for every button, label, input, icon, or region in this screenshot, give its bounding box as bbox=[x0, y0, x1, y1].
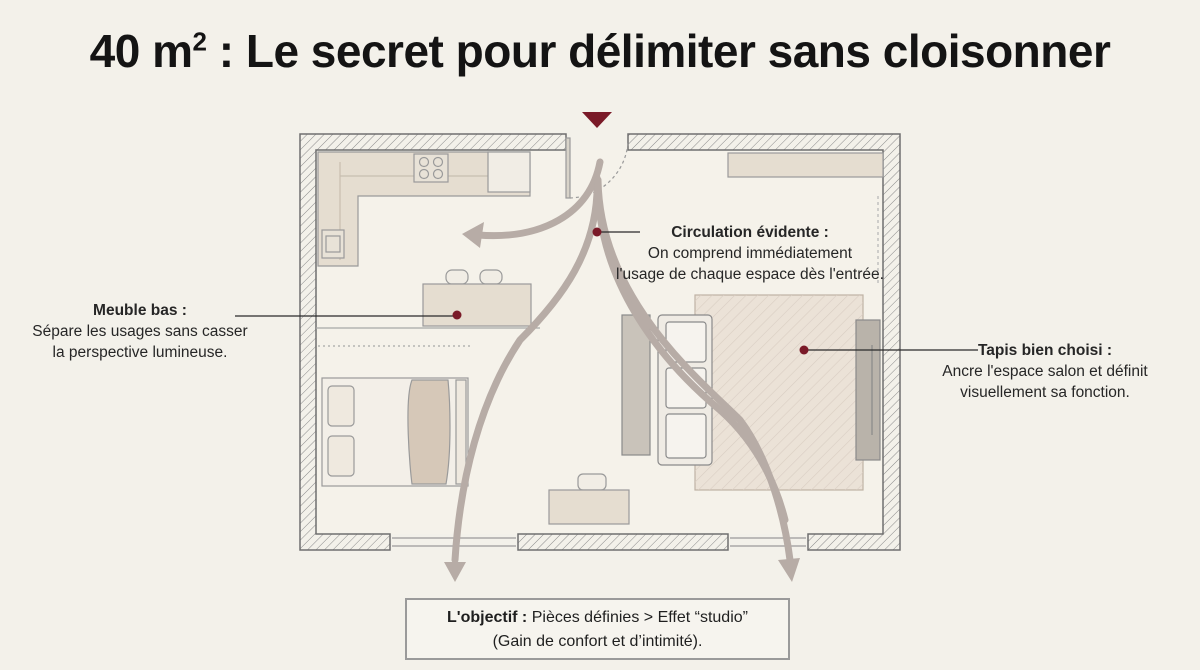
annotation-heading: Tapis bien choisi : bbox=[977, 342, 1113, 359]
annotation-circulation: Circulation évidente : On comprend imméd… bbox=[585, 222, 915, 285]
page-title: 40 m2 : Le secret pour délimiter sans cl… bbox=[0, 24, 1200, 78]
goal-text: Pièces définies > Effet “studio” bbox=[527, 609, 748, 626]
sofa bbox=[621, 314, 713, 466]
goal-box: L'objectif : Pièces définies > Effet “st… bbox=[405, 598, 790, 660]
fridge bbox=[487, 151, 531, 193]
goal-line-2: (Gain de confort et d’intimité). bbox=[492, 633, 703, 650]
arrow-head-kitchen-icon bbox=[462, 222, 484, 248]
leader-lines bbox=[235, 231, 978, 351]
annotation-line: l'usage de chaque espace dès l'entrée. bbox=[616, 266, 884, 283]
annotation-line: Ancre l'espace salon et définit bbox=[942, 363, 1148, 380]
marker-dots bbox=[452, 227, 809, 355]
tv-unit bbox=[855, 319, 881, 461]
title-superscript: 2 bbox=[192, 26, 207, 57]
annotation-line: On comprend immédiatement bbox=[647, 245, 853, 262]
bed bbox=[321, 377, 469, 487]
title-rest: : Le secret pour délimiter sans cloisonn… bbox=[206, 25, 1111, 77]
annotation-line: visuellement sa fonction. bbox=[960, 384, 1130, 401]
entry-door bbox=[565, 137, 629, 199]
annotation-heading: Circulation évidente : bbox=[671, 224, 829, 241]
sideboard bbox=[727, 152, 884, 178]
annotation-rug: Tapis bien choisi : Ancre l'espace salon… bbox=[920, 340, 1170, 403]
annotation-line: Sépare les usages sans casser bbox=[32, 323, 248, 340]
entry-marker-icon bbox=[582, 112, 612, 128]
annotation-low-furniture: Meuble bas : Sépare les usages sans cass… bbox=[20, 300, 260, 363]
desk bbox=[548, 473, 630, 525]
kitchen-counter bbox=[317, 151, 531, 267]
circulation-arrows bbox=[451, 158, 794, 564]
arrow-heads bbox=[444, 222, 800, 582]
exterior-walls bbox=[299, 133, 901, 551]
arrow-head-window-icon bbox=[778, 558, 800, 582]
annotation-heading: Meuble bas : bbox=[93, 302, 187, 319]
arrow-head-bedroom-icon bbox=[444, 562, 466, 582]
title-main: 40 m bbox=[89, 25, 193, 77]
goal-label: L'objectif : bbox=[447, 609, 528, 626]
bedroom-divider bbox=[316, 327, 540, 347]
goal-line-1: L'objectif : Pièces définies > Effet “st… bbox=[407, 606, 788, 630]
low-furniture bbox=[422, 269, 532, 327]
sink-icon bbox=[321, 229, 345, 259]
annotation-line: la perspective lumineuse. bbox=[52, 344, 228, 361]
rug bbox=[694, 294, 864, 491]
stove-icon bbox=[413, 153, 449, 183]
